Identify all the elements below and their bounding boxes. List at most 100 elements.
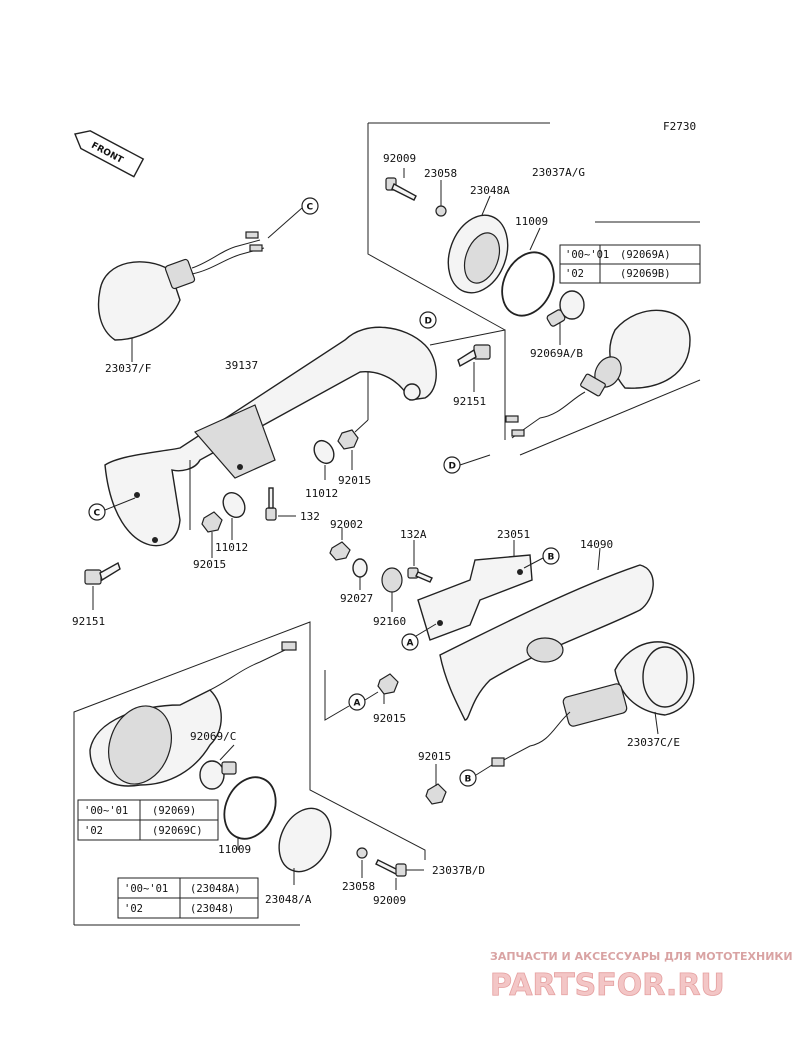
- label-23037f: 23037/F: [105, 362, 151, 375]
- label-92151-right: 92151: [453, 395, 486, 408]
- front-arrow-icon: FRONT: [74, 130, 145, 178]
- label-39137: 39137: [225, 359, 258, 372]
- callout-a-center: A: [401, 633, 419, 651]
- svg-text:A: A: [354, 699, 361, 709]
- label-132a: 132A: [400, 528, 427, 541]
- bolt-92151-right: [457, 344, 491, 368]
- svg-text:B: B: [465, 775, 472, 785]
- nut-92015-lower: [377, 673, 399, 695]
- label-23048a-top: 23048A: [470, 184, 510, 197]
- label-11012-mid: 11012: [305, 487, 338, 500]
- callout-b-bottom: B: [459, 769, 477, 787]
- label-92015-lower: 92015: [373, 712, 406, 725]
- callout-d-right: D: [443, 456, 461, 474]
- callout-b-center: B: [542, 547, 560, 565]
- leader-lines: [92, 168, 659, 890]
- watermark-tagline: ЗАПЧАСТИ И АКСЕССУАРЫ ДЛЯ МОТОТЕХНИКИ: [490, 950, 793, 963]
- lens-table-bottom: '00~'01 (23048A) '02 (23048): [117, 877, 259, 919]
- callout-d-top: D: [419, 311, 437, 329]
- watermark: ЗАПЧАСТИ И АКСЕССУАРЫ ДЛЯ МОТОТЕХНИКИ PA…: [490, 950, 793, 1003]
- nut-92015-left: [201, 511, 223, 533]
- label-92069c: 92069/C: [190, 730, 236, 743]
- svg-text:A: A: [407, 639, 414, 649]
- label-92015-mid: 92015: [338, 474, 371, 487]
- lens-table-bottom-year-2: '02: [124, 903, 143, 915]
- label-11009-bottom: 11009: [218, 843, 251, 856]
- svg-text:B: B: [548, 553, 555, 563]
- label-14090: 14090: [580, 538, 613, 551]
- svg-text:D: D: [425, 317, 432, 327]
- bolt-92151-left: [84, 561, 121, 585]
- bulb-table-top-part-2: (92069B): [620, 268, 671, 280]
- collar-92027: [352, 558, 368, 578]
- turn-signal-housing-bottom-left: [89, 641, 297, 787]
- bolt-132: [265, 487, 277, 521]
- fender-14090: [439, 564, 654, 721]
- label-23051: 23051: [497, 528, 530, 541]
- svg-text:D: D: [449, 462, 456, 472]
- lens-23048a-top: [447, 214, 509, 294]
- bolt-132a: [407, 567, 433, 583]
- figure-code: F2730: [663, 120, 696, 133]
- label-92015-bottom: 92015: [418, 750, 451, 763]
- label-23037bd: 23037B/D: [432, 864, 485, 877]
- label-92009-top: 92009: [383, 152, 416, 165]
- turn-signal-23037f: [97, 231, 265, 341]
- label-92002: 92002: [330, 518, 363, 531]
- bulb-table-top-year-2: '02: [565, 268, 584, 280]
- label-23037ce: 23037C/E: [627, 736, 680, 749]
- label-92027: 92027: [340, 592, 373, 605]
- bulb-table-top: '00~'01 (92069A) '02 (92069B): [559, 244, 701, 284]
- collar-11012-mid: [313, 439, 335, 465]
- nut-92015-bottom: [425, 783, 447, 805]
- label-23037ag: 23037A/G: [532, 166, 585, 179]
- bulb-table-top-year-1: '00~'01: [565, 249, 609, 261]
- washer-23058-bottom: [356, 847, 368, 859]
- bulb-table-bottom-part-2: (92069C): [152, 825, 203, 837]
- bracket-39137: [104, 326, 437, 547]
- label-92151-left: 92151: [72, 615, 105, 628]
- label-92069ab: 92069A/B: [530, 347, 583, 360]
- lens-table-bottom-part-2: (23048): [190, 903, 234, 915]
- bulb-table-bottom-year-1: '00~'01: [84, 805, 128, 817]
- label-92009-bottom: 92009: [373, 894, 406, 907]
- collar-11012-left: [222, 491, 246, 519]
- lens-table-bottom-year-1: '00~'01: [124, 883, 168, 895]
- grommet-92160: [381, 567, 403, 593]
- o-ring-11009-top: [501, 251, 555, 317]
- bulb-table-top-part-1: (92069A): [620, 249, 671, 261]
- label-11012-left: 11012: [215, 541, 248, 554]
- label-132: 132: [300, 510, 320, 523]
- bulb-table-bottom-year-2: '02: [84, 825, 103, 837]
- label-23058-top: 23058: [424, 167, 457, 180]
- screw-92009-top: [385, 177, 417, 201]
- bulb-92069ab: [546, 290, 585, 327]
- o-ring-11009-bottom: [223, 776, 277, 840]
- bulb-92069c: [199, 760, 237, 790]
- svg-text:C: C: [94, 509, 101, 519]
- bulb-table-bottom-part-1: (92069): [152, 805, 196, 817]
- lens-table-bottom-part-1: (23048A): [190, 883, 241, 895]
- svg-text:C: C: [307, 203, 314, 213]
- turn-signal-housing-top-right: [505, 309, 691, 439]
- washer-23058-top: [435, 205, 447, 217]
- label-23048a-bottom: 23048/A: [265, 893, 312, 906]
- bracket-23051: [417, 554, 533, 641]
- nut-92015-mid: [337, 429, 359, 450]
- callout-a-lower: A: [348, 693, 366, 711]
- lens-23048a-bottom: [278, 807, 332, 873]
- label-23058-bottom: 23058: [342, 880, 375, 893]
- label-11009-top: 11009: [515, 215, 548, 228]
- bottom-assembly-frame: [73, 621, 426, 926]
- callout-c-top: C: [301, 197, 319, 215]
- label-92015-left: 92015: [193, 558, 226, 571]
- washer-92002: [329, 541, 351, 561]
- turn-signal-23037ce: [491, 641, 695, 767]
- bulb-table-bottom: '00~'01 (92069) '02 (92069C): [77, 799, 219, 841]
- watermark-logo: PARTSFOR.RU: [490, 968, 725, 1003]
- top-assembly-frame: [367, 122, 700, 331]
- part-labels: 92009 23058 23037A/G 23048A 11009 23037/…: [72, 152, 680, 907]
- callout-c-left: C: [88, 503, 106, 521]
- screw-92009-bottom: [375, 859, 407, 877]
